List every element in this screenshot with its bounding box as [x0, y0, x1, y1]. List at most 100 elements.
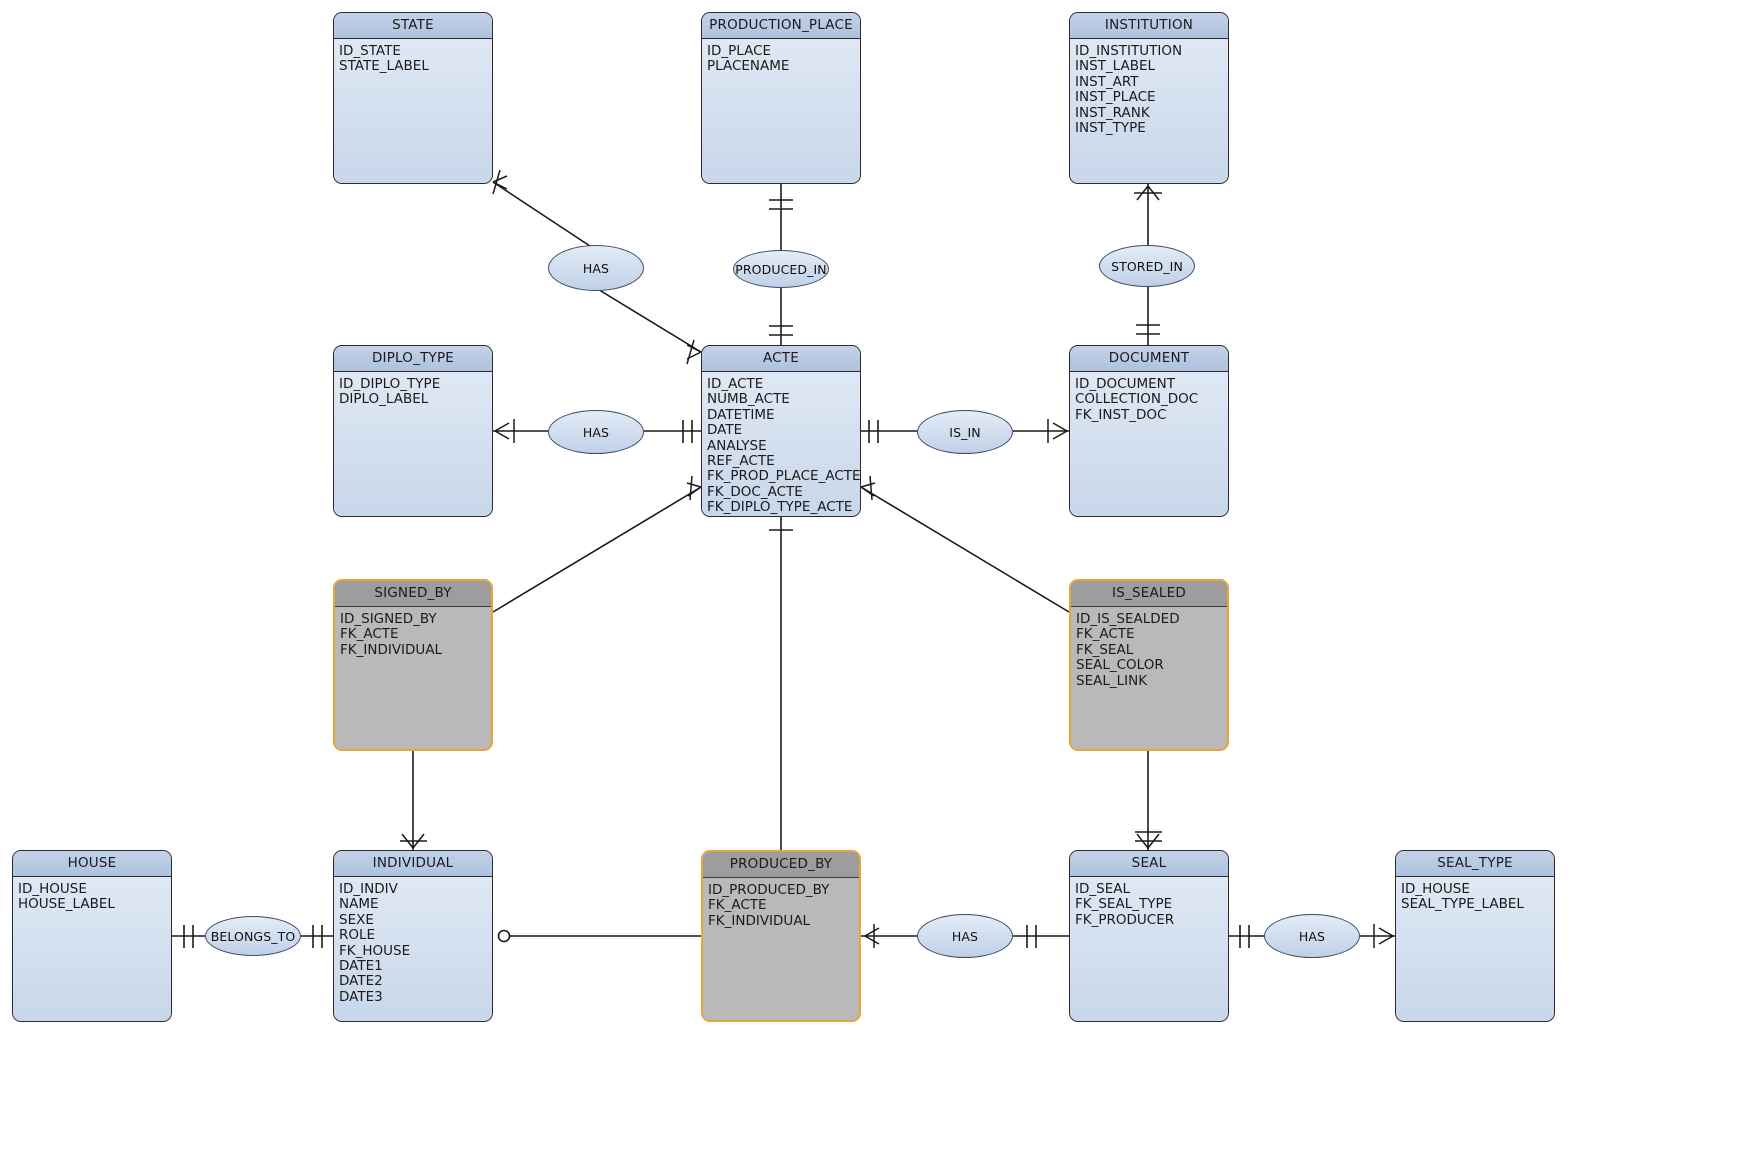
attribute: FK_PRODUCER: [1075, 911, 1175, 928]
relationship-label: HAS: [951, 928, 979, 944]
entity-title-diplo_type: DIPLO_TYPE: [334, 346, 492, 372]
attribute: INST_RANK: [1075, 104, 1150, 121]
attribute: ID_HOUSE: [1401, 881, 1470, 897]
attribute: ID_SEAL: [1075, 881, 1130, 897]
attribute: ID_DOCUMENT: [1075, 376, 1175, 392]
entity-title-document: DOCUMENT: [1070, 346, 1228, 372]
attribute: DATE2: [339, 973, 383, 990]
relationship-produced_in[interactable]: PRODUCED_IN: [733, 250, 829, 288]
attribute: INST_LABEL: [1075, 58, 1156, 75]
relationship-has_produced[interactable]: HAS: [917, 914, 1013, 958]
attribute: ID_SIGNED_BY: [340, 611, 437, 627]
entity-title-state: STATE: [334, 13, 492, 39]
relationship-has_sealtype[interactable]: HAS: [1264, 914, 1360, 958]
relationship-label: PRODUCED_IN: [735, 261, 827, 277]
attribute: SEAL_COLOR: [1076, 657, 1164, 674]
attribute: ID_ACTE: [707, 376, 764, 392]
entity-title-produced_by: PRODUCED_BY: [703, 852, 859, 878]
attribute: ROLE: [339, 927, 376, 944]
attribute: ID_HOUSE: [18, 881, 87, 897]
relationship-is_in[interactable]: IS_IN: [917, 410, 1013, 454]
entity-title-seal: SEAL: [1070, 851, 1228, 877]
relationship-has_diplo[interactable]: HAS: [548, 410, 644, 454]
attribute: NAME: [339, 896, 379, 913]
attribute: ID_INSTITUTION: [1075, 43, 1183, 59]
attribute: FK_SEAL_TYPE: [1075, 896, 1173, 913]
attribute: DATE1: [339, 957, 383, 974]
attribute: DATETIME: [707, 406, 775, 423]
attribute: PLACENAME: [707, 58, 790, 75]
attribute: SEAL_TYPE_LABEL: [1401, 896, 1524, 913]
entity-title-production_place: PRODUCTION_PLACE: [702, 13, 860, 39]
attribute: ID_INDIV: [339, 881, 398, 897]
attribute: FK_DIPLO_TYPE_ACTE: [707, 499, 853, 516]
attribute: ID_IS_SEALDED: [1076, 611, 1180, 627]
entity-title-house: HOUSE: [13, 851, 171, 877]
relationship-label: HAS: [582, 424, 610, 440]
attribute: FK_PROD_PLACE_ACTE: [707, 468, 861, 485]
relationship-stored_in[interactable]: STORED_IN: [1099, 245, 1195, 287]
attribute: ID_STATE: [339, 43, 401, 59]
relationship-label: STORED_IN: [1111, 258, 1183, 274]
attribute: FK_ACTE: [340, 626, 399, 643]
relationship-label: IS_IN: [949, 424, 981, 440]
relationship-label: BELONGS_TO: [210, 928, 296, 944]
attribute: DIPLO_LABEL: [339, 391, 429, 408]
attribute: DATE3: [339, 988, 383, 1005]
attribute: FK_INST_DOC: [1075, 406, 1167, 423]
entity-title-acte: ACTE: [702, 346, 860, 372]
attribute: ID_PRODUCED_BY: [708, 882, 830, 898]
attribute: FK_ACTE: [708, 897, 767, 914]
attribute: ID_PLACE: [707, 43, 772, 59]
relationship-has_state[interactable]: HAS: [548, 245, 644, 291]
attribute: ID_DIPLO_TYPE: [339, 376, 441, 392]
attribute: FK_ACTE: [1076, 626, 1135, 643]
entity-title-is_sealed: IS_SEALED: [1071, 581, 1227, 607]
entity-title-seal_type: SEAL_TYPE: [1396, 851, 1554, 877]
attribute: SEAL_LINK: [1076, 672, 1148, 689]
relationship-belongs_to[interactable]: BELONGS_TO: [205, 916, 301, 956]
attribute: FK_HOUSE: [339, 942, 411, 959]
attribute: HOUSE_LABEL: [18, 896, 115, 913]
attribute: INST_TYPE: [1075, 119, 1146, 136]
attribute: INST_PLACE: [1075, 89, 1156, 106]
attribute: INST_ART: [1075, 73, 1139, 90]
attribute: STATE_LABEL: [339, 58, 429, 75]
relationship-label: HAS: [582, 260, 610, 276]
attribute: SEXE: [339, 911, 374, 928]
attribute: ANALYSE: [707, 437, 767, 454]
attribute: FK_INDIVIDUAL: [708, 912, 811, 929]
attribute: DATE: [707, 422, 743, 439]
attribute: FK_INDIVIDUAL: [340, 641, 443, 658]
entity-title-institution: INSTITUTION: [1070, 13, 1228, 39]
entity-title-individual: INDIVIDUAL: [334, 851, 492, 877]
relationship-label: HAS: [1298, 928, 1326, 944]
